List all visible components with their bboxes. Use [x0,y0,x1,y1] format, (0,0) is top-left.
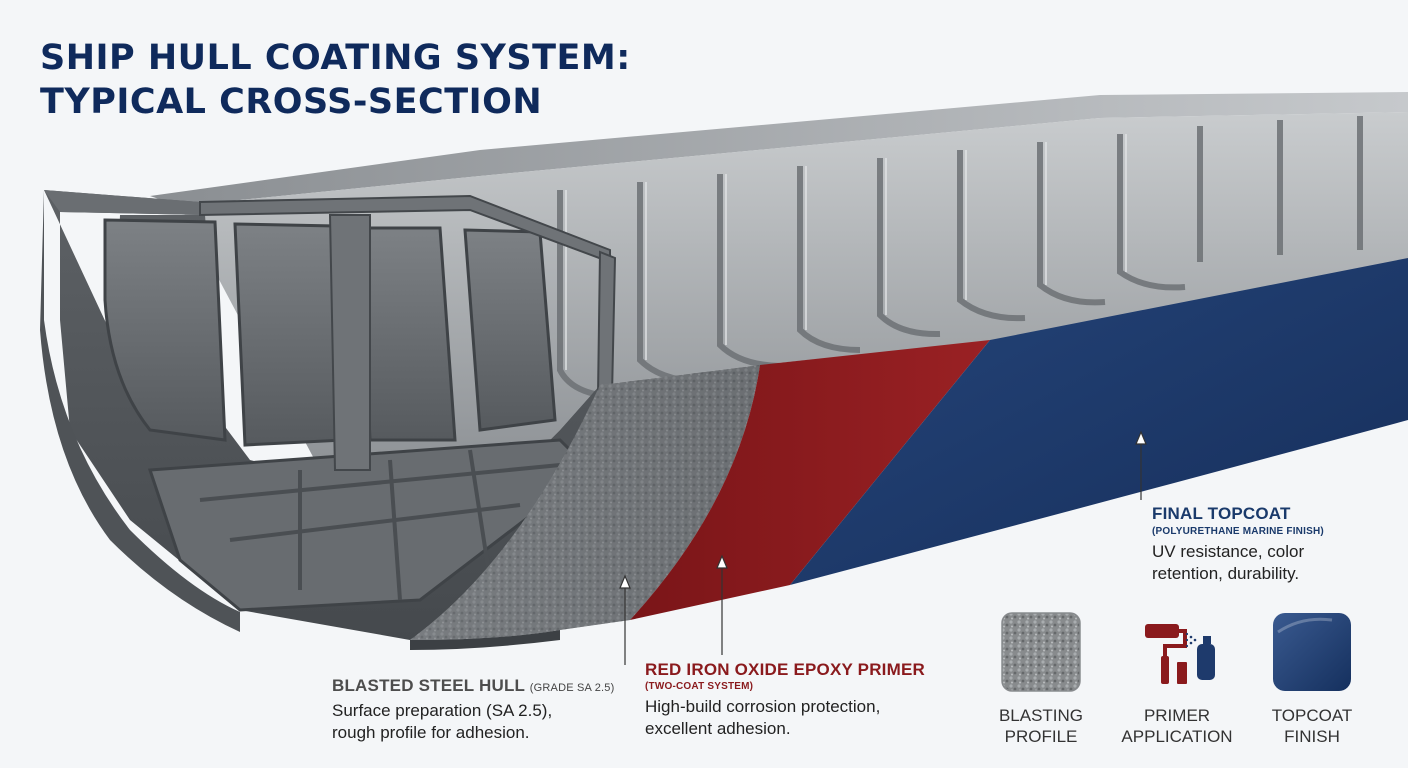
topcoat-heading: FINAL TOPCOAT [1152,504,1291,523]
legend-primer-application: PRIMER APPLICATION [1112,612,1242,747]
topcoat-swatch-icon [1273,613,1351,691]
hull-grade: (GRADE SA 2.5) [529,682,615,694]
callout-blasted-steel-hull: BLASTED STEEL HULL (GRADE SA 2.5) Surfac… [332,676,614,744]
title-line-1: SHIP HULL COATING SYSTEM: [40,38,631,78]
blasting-texture-icon [1001,612,1081,692]
primer-desc-line-1: High-build corrosion protection, [645,697,881,716]
primer-desc-line-2: excellent adhesion. [645,719,791,738]
legend-topcoat-finish: TOPCOAT FINISH [1247,612,1377,747]
hull-desc-line-2: rough profile for adhesion. [332,723,530,742]
primer-sub: (TWO-COAT SYSTEM) [645,681,754,692]
callout-epoxy-primer: RED IRON OXIDE EPOXY PRIMER (TWO-COAT SY… [645,660,925,740]
legend-topcoat-line-2: FINISH [1284,727,1340,746]
paint-roller-spray-icon [1145,624,1215,684]
hull-heading: BLASTED STEEL HULL [332,676,525,695]
hull-desc-line-1: Surface preparation (SA 2.5), [332,701,553,720]
title-line-2: TYPICAL CROSS-SECTION [40,82,543,122]
topcoat-desc-line-1: UV resistance, color [1152,542,1305,561]
legend-primer-line-1: PRIMER [1143,706,1211,725]
topcoat-desc-line-2: retention, durability. [1152,564,1300,583]
legend-blasting-line-1: BLASTING [998,706,1084,725]
legend-topcoat-line-1: TOPCOAT [1271,706,1353,725]
legend-blasting-line-2: PROFILE [1004,727,1078,746]
leader-lines [624,440,1142,665]
legend-blasting-profile: BLASTING PROFILE [976,612,1106,747]
primer-heading: RED IRON OXIDE EPOXY PRIMER [645,660,925,679]
topcoat-sub: (POLYURETHANE MARINE FINISH) [1152,526,1324,537]
legend-primer-line-2: APPLICATION [1121,727,1233,746]
page-title: SHIP HULL COATING SYSTEM: TYPICAL CROSS-… [40,36,631,124]
callout-final-topcoat: FINAL TOPCOAT (POLYURETHANE MARINE FINIS… [1152,504,1324,585]
